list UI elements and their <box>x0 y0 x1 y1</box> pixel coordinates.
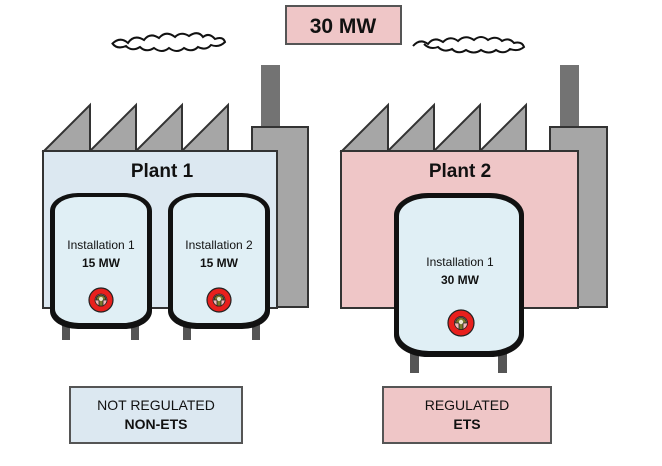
tank-leg <box>183 322 191 340</box>
status-label-non-ets: NOT REGULATED NON-ETS <box>69 386 243 444</box>
plant-2-installation-1: Installation 1 30 MW <box>394 193 524 373</box>
tank-leg <box>252 322 260 340</box>
emission-label-text: 30 MW <box>310 15 377 38</box>
burner-icon <box>88 287 114 313</box>
plant-1-title: Plant 1 <box>131 161 194 182</box>
plant-1-installation-2: Installation 2 15 MW <box>168 193 270 340</box>
plant-2-title: Plant 2 <box>429 161 491 182</box>
plant-2-roof <box>339 102 527 154</box>
smoke-cloud-left <box>111 32 227 52</box>
tank-leg <box>498 352 507 373</box>
status-label-ets: REGULATED ETS <box>382 386 552 444</box>
plant-1: Plant 1 Installation 1 15 MW Installatio… <box>41 65 309 340</box>
installation-capacity: 30 MW <box>441 273 480 287</box>
tank-leg <box>131 322 139 340</box>
status-label-line2: NON-ETS <box>124 416 188 432</box>
tank-inner <box>399 198 519 351</box>
installation-name: Installation 1 <box>426 255 494 269</box>
smoke-cloud-right <box>412 36 526 54</box>
emission-label: 30 MW <box>285 5 402 45</box>
burner-icon <box>206 287 232 313</box>
tank-inner <box>55 197 147 323</box>
plant-1-roof <box>41 102 229 154</box>
installation-capacity: 15 MW <box>82 256 121 270</box>
tank-leg <box>62 322 70 340</box>
tank-leg <box>410 352 419 373</box>
installation-name: Installation 1 <box>67 238 135 252</box>
tank-inner <box>173 197 265 323</box>
plant-2: Plant 2 Installation 1 30 MW <box>339 65 608 373</box>
installation-name: Installation 2 <box>185 238 253 252</box>
status-label-line2: ETS <box>453 416 481 432</box>
plant-2-chimney <box>560 65 579 135</box>
plant-1-chimney <box>261 65 280 135</box>
plant-1-installation-1: Installation 1 15 MW <box>50 193 152 340</box>
status-label-line1: REGULATED <box>424 397 510 413</box>
installation-capacity: 15 MW <box>200 256 239 270</box>
burner-icon <box>447 309 475 337</box>
status-label-line1: NOT REGULATED <box>97 397 215 413</box>
